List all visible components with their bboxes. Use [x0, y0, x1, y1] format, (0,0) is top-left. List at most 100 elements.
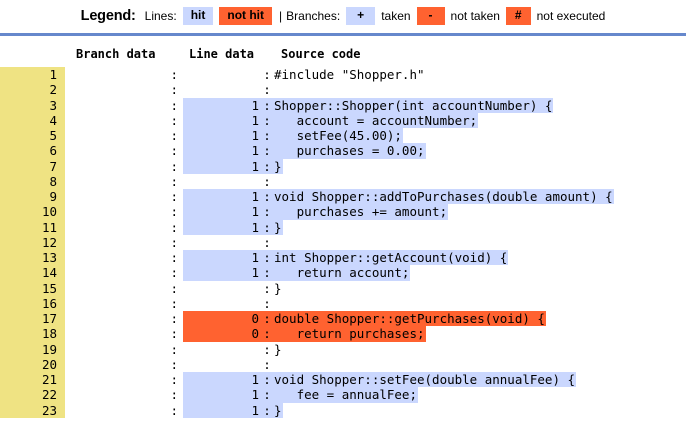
- coverage-highlight-hit: 1:int Shopper::getAccount(void) {: [183, 250, 509, 266]
- line-data-count: 1: [251, 250, 259, 265]
- line-data-count: 1: [251, 158, 259, 174]
- code-line-row: 7:1:}: [0, 158, 686, 174]
- branch-data-cell: :: [170, 387, 178, 403]
- line-data-colon: :: [263, 234, 271, 250]
- line-data-count: 0: [251, 311, 259, 326]
- code-line-row: 17:0:double Shopper::getPurchases(void) …: [0, 311, 686, 327]
- branch-data-cell: :: [170, 97, 178, 113]
- legend-chip-branch-not-taken: -: [416, 6, 445, 25]
- branch-data-cell: :: [170, 341, 178, 357]
- branch-data-cell: :: [170, 356, 178, 372]
- line-number: 18: [41, 326, 57, 342]
- line-data-colon: :: [263, 143, 271, 159]
- legend-separator: |: [279, 8, 283, 23]
- source-code-text: return account;: [274, 265, 410, 281]
- legend-chip-not-hit: not hit: [219, 6, 273, 25]
- line-number: 10: [41, 204, 57, 220]
- line-data-colon: :: [263, 158, 271, 174]
- branch-data-cell: :: [170, 204, 178, 220]
- line-data-count: 1: [251, 112, 259, 128]
- coverage-highlight-none: :: [183, 174, 275, 189]
- column-header-source-code: Source code: [281, 47, 361, 61]
- line-number: 22: [41, 387, 57, 403]
- source-code-text: fee = annualFee;: [274, 387, 417, 403]
- line-data-count: 1: [251, 402, 259, 418]
- line-number: 21: [41, 372, 57, 387]
- code-line-row: 23:1:}: [0, 402, 686, 418]
- line-number: 12: [41, 234, 57, 250]
- source-code-text: purchases = 0.00;: [274, 143, 425, 159]
- code-line-row: 16::: [0, 296, 686, 311]
- source-code-text: }: [274, 341, 282, 357]
- coverage-highlight-hit: 1: purchases = 0.00;: [183, 143, 426, 159]
- line-data-count: 0: [251, 326, 259, 342]
- coverage-highlight-none: :}: [183, 342, 283, 357]
- line-number-gutter-background: [0, 67, 65, 418]
- line-data-colon: :: [263, 372, 271, 387]
- line-data-colon: :: [263, 112, 271, 128]
- source-code-text: return purchases;: [274, 326, 425, 342]
- coverage-highlight-hit: 1:}: [183, 219, 283, 235]
- line-number: 8: [49, 173, 57, 189]
- coverage-highlight-hit: 1:Shopper::Shopper(int accountNumber) {: [183, 97, 554, 113]
- line-data-count: 1: [251, 189, 259, 204]
- code-line-row: 15::}: [0, 281, 686, 296]
- code-line-row: 5:1: setFee(45.00);: [0, 128, 686, 144]
- code-line-row: 2::: [0, 82, 686, 97]
- line-data-colon: :: [263, 173, 271, 189]
- line-data-colon: :: [263, 295, 271, 311]
- branch-data-cell: :: [170, 189, 178, 204]
- coverage-highlight-none: :#include "Shopper.h": [183, 67, 426, 82]
- line-number: 6: [49, 143, 57, 159]
- line-number: 19: [41, 341, 57, 357]
- code-line-row: 9:1:void Shopper::addToPurchases(double …: [0, 189, 686, 205]
- legend-chip-branch-taken: +: [346, 6, 376, 25]
- code-line-row: 1: :#include "Shopper.h": [0, 67, 686, 82]
- legend-not-executed-label: not executed: [536, 8, 606, 23]
- line-number: 20: [41, 356, 57, 372]
- legend-lines-label: Lines:: [144, 8, 177, 23]
- code-line-row: 19::}: [0, 342, 686, 357]
- line-data-colon: :: [263, 311, 271, 326]
- line-data-colon: :: [263, 82, 271, 98]
- line-number: 15: [41, 280, 57, 296]
- coverage-highlight-hit: 1: account = accountNumber;: [183, 112, 479, 128]
- line-number: 16: [41, 295, 57, 311]
- source-code-text: setFee(45.00);: [274, 128, 402, 143]
- coverage-source-listing: 1::#include "Shopper.h"2::3:1:Shopper::S…: [0, 67, 686, 418]
- branch-data-cell: :: [170, 372, 178, 387]
- code-line-row: 18:0: return purchases;: [0, 326, 686, 342]
- branch-data-cell: :: [170, 250, 178, 265]
- code-line-row: 11:1:}: [0, 219, 686, 235]
- code-line-row: 12::: [0, 235, 686, 250]
- line-data-colon: :: [263, 97, 271, 113]
- branch-data-cell: :: [170, 67, 178, 82]
- line-number: 4: [49, 112, 57, 128]
- branch-data-cell: :: [170, 265, 178, 281]
- line-data-colon: :: [263, 356, 271, 372]
- line-number: 1: [49, 67, 57, 82]
- source-code-text: }: [274, 402, 282, 418]
- branch-data-cell: :: [170, 112, 178, 128]
- coverage-highlight-none: :: [183, 357, 275, 372]
- line-number: 14: [41, 265, 57, 281]
- line-data-count: 1: [251, 97, 259, 113]
- code-line-row: 3:1:Shopper::Shopper(int accountNumber) …: [0, 97, 686, 113]
- horizontal-divider: [0, 33, 686, 36]
- branch-data-cell: :: [170, 280, 178, 296]
- line-data-colon: :: [263, 128, 271, 143]
- column-header-row: Branch data Line data Source code: [0, 36, 686, 67]
- line-data-count: 1: [251, 387, 259, 403]
- coverage-highlight-nothit: 0:double Shopper::getPurchases(void) {: [183, 311, 546, 327]
- source-code-text: }: [274, 280, 282, 296]
- legend-branches-label: Branches:: [286, 8, 341, 23]
- branch-data-cell: :: [170, 402, 178, 418]
- coverage-highlight-hit: 1: setFee(45.00);: [183, 128, 403, 144]
- coverage-highlight-none: :: [183, 235, 275, 250]
- coverage-highlight-nothit: 0: return purchases;: [183, 326, 426, 342]
- line-data-colon: :: [263, 204, 271, 220]
- column-header-line-data: Line data: [189, 47, 255, 61]
- branch-data-cell: :: [170, 219, 178, 235]
- code-line-row: 4:1: account = accountNumber;: [0, 112, 686, 128]
- coverage-highlight-hit: 1:}: [183, 402, 283, 418]
